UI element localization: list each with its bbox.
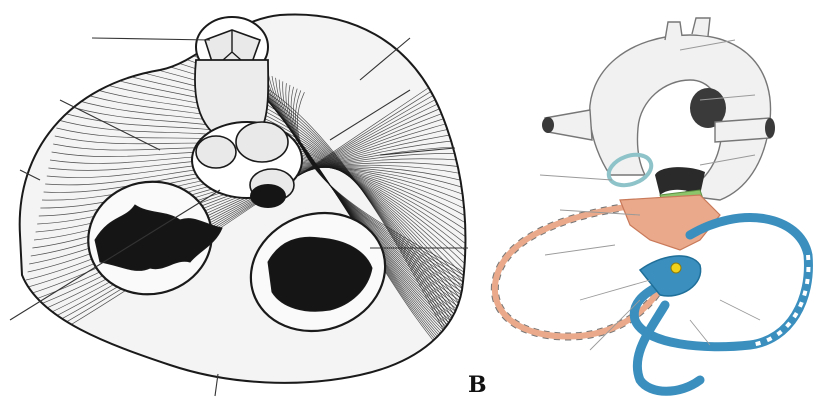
- panel-a-heart-base: [10, 0, 470, 396]
- aorta: [542, 18, 775, 200]
- pulmonary-trunk: [195, 60, 268, 132]
- leader-line: [720, 300, 760, 320]
- av-node: [671, 263, 681, 273]
- panel-b-cardiac-skeleton: [495, 18, 809, 391]
- panel-b-label: B: [468, 372, 487, 398]
- leader-line: [545, 245, 615, 255]
- leader-line: [92, 38, 210, 40]
- leader-line: [540, 175, 612, 180]
